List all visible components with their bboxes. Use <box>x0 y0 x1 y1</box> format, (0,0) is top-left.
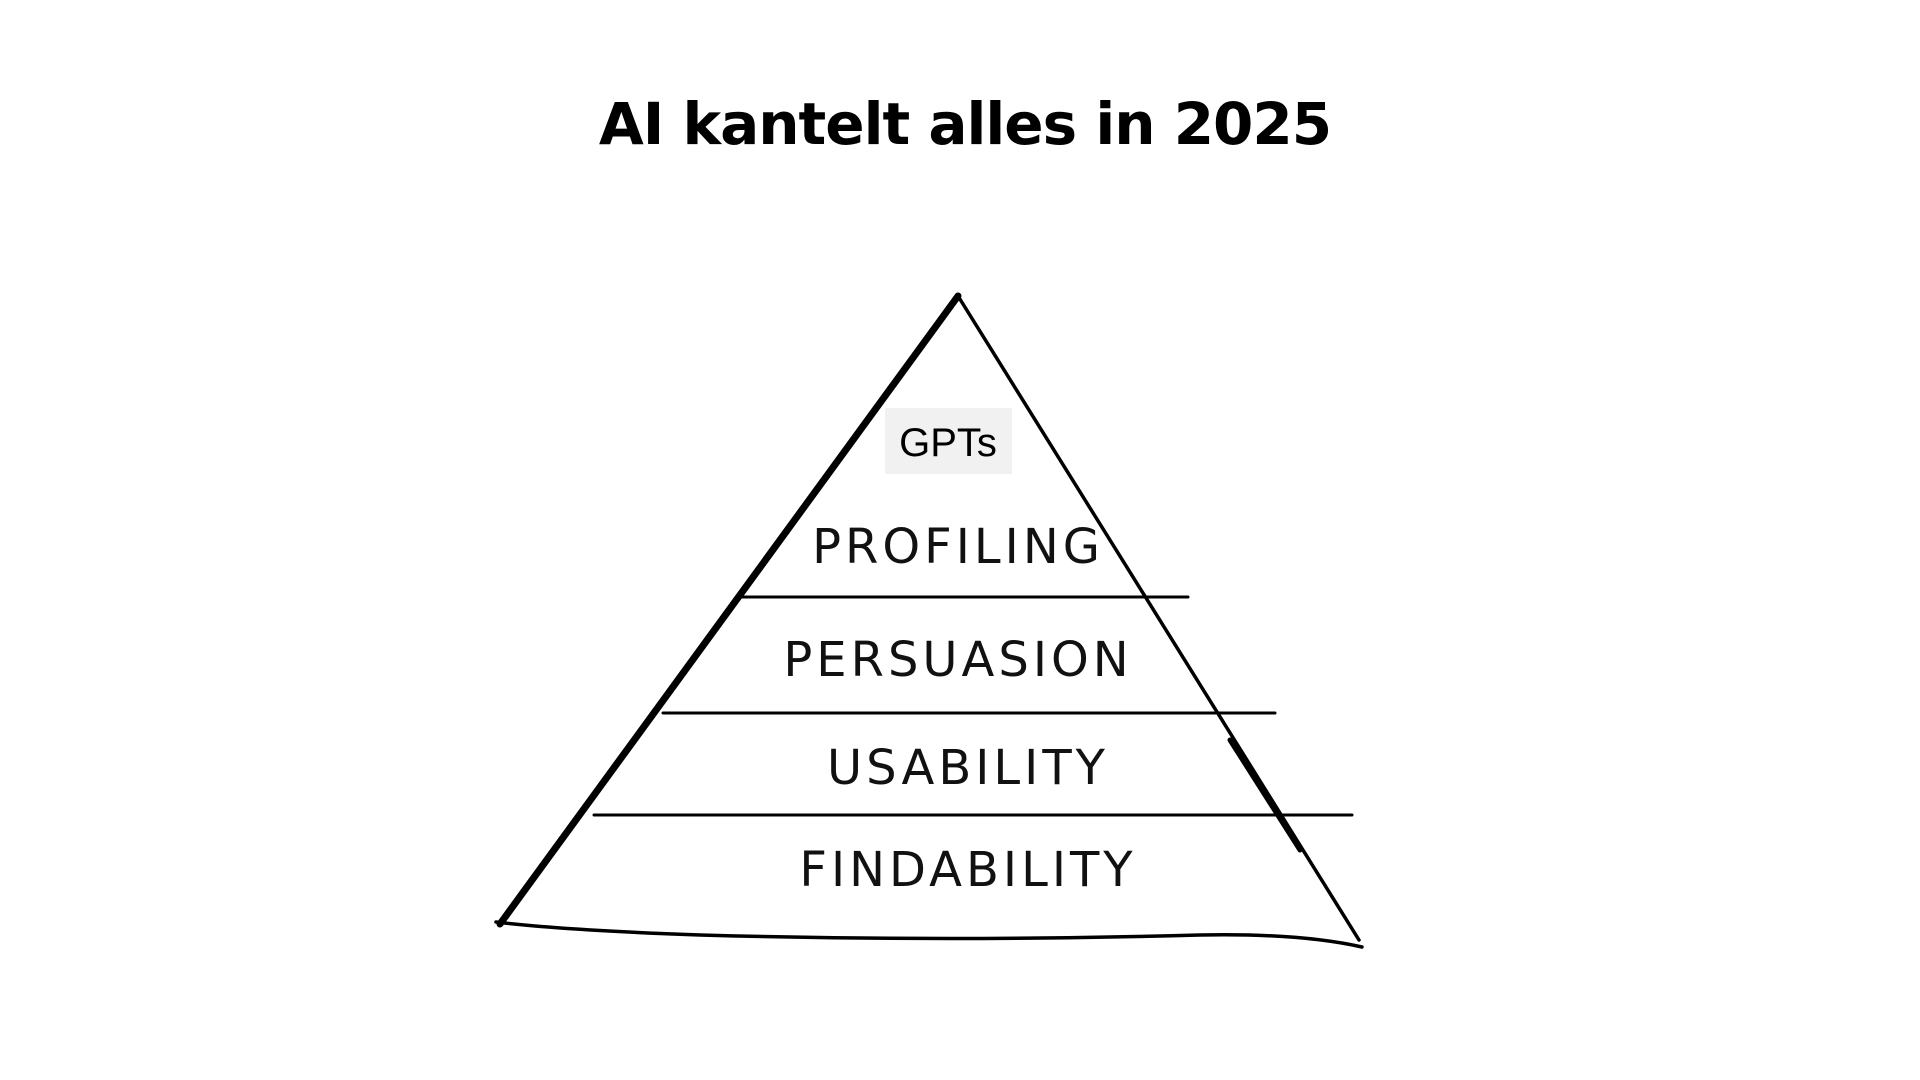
pyramid-right-edge <box>956 294 1361 942</box>
level-label-persuasion: PERSUASION <box>783 632 1132 688</box>
gpts-label: GPTs <box>899 421 997 465</box>
level-label-findability: FINDABILITY <box>799 842 1136 898</box>
level-label-usability: USABILITY <box>827 740 1109 796</box>
slide-title: AI kantelt alles in 2025 <box>598 90 1332 158</box>
pyramid-base <box>494 920 1364 949</box>
level-label-profiling: PROFILING <box>812 519 1104 575</box>
pyramid-right-edge-accent <box>1227 737 1303 853</box>
pyramid-left-edge <box>496 292 962 928</box>
gpts-badge: GPTs <box>885 408 1012 474</box>
